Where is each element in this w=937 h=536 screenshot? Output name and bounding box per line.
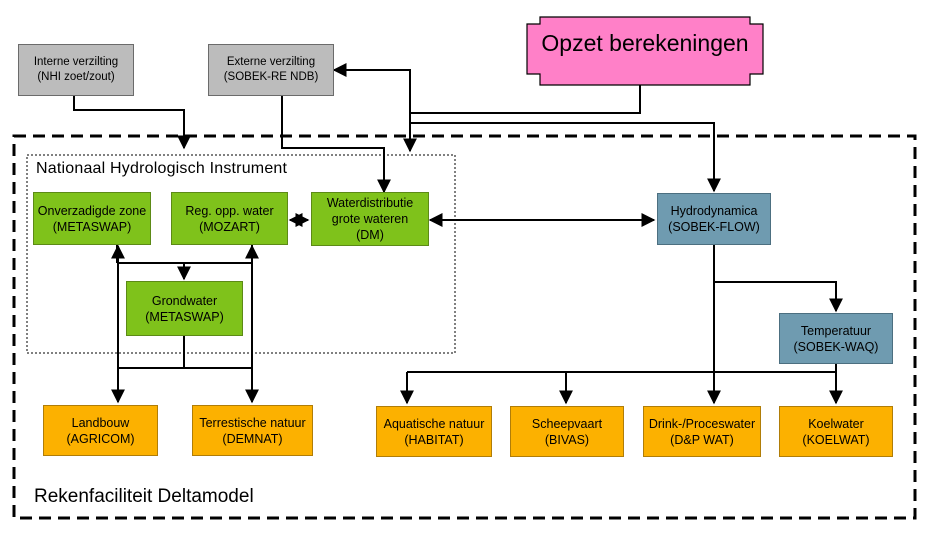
aquatische-natuur-box: Aquatische natuur (HABITAT) [376,406,492,457]
onverzadigde-line1: Onverzadigde zone [37,203,147,218]
landbouw-line2: (AGRICOM) [66,431,135,446]
hydrodynamica-line2: (SOBEK-FLOW) [668,220,760,234]
externe-line2: (SOBEK-RE NDB) [223,71,319,83]
hydrodynamica-box: Hydrodynamica (SOBEK-FLOW) [657,193,771,245]
grondwater-box: Grondwater (METASWAP) [126,281,243,336]
aquatische-line1: Aquatische natuur [383,416,485,431]
scheepvaart-box: Scheepvaart (BIVAS) [510,406,624,457]
grondwater-line1: Grondwater [151,293,218,308]
externe-line1: Externe verzilting [226,56,316,68]
drink-proceswater-box: Drink-/Proceswater (D&P WAT) [643,406,761,457]
grondwater-line2: (METASWAP) [145,309,224,324]
temperatuur-line1: Temperatuur [800,323,872,338]
interne-line1: Interne verzilting [33,56,119,68]
waterdistributie-box: Waterdistributie grote wateren (DM) [311,192,429,246]
temperatuur-box: Temperatuur (SOBEK-WAQ) [779,313,893,364]
opzet-title: Opzet berekeningen [541,30,749,56]
aquatische-line2: (HABITAT) [404,432,464,447]
terrestische-line1: Terrestische natuur [199,415,306,430]
arrow-hydro-temperatuur [714,281,843,313]
regopp-line2: (MOZART) [199,219,260,234]
terrestische-natuur-box: Terrestische natuur (DEMNAT) [192,405,313,456]
line-grondwater-down [118,336,185,369]
waterdistributie-line3: (DM) [356,228,384,242]
rekenfaciliteit-label: Rekenfaciliteit Deltamodel [34,486,254,507]
onverzadigde-zone-box: Onverzadigde zone (METASWAP) [33,192,151,245]
koelwater-box: Koelwater (KOELWAT) [779,406,893,457]
nhi-label: Nationaal Hydrologisch Instrument [36,160,288,177]
nhi-frame [26,154,456,354]
hydrodynamica-line1: Hydrodynamica [670,204,758,218]
opzet-shape [526,16,764,86]
interne-line2: (NHI zoet/zout) [37,71,115,83]
interne-verzilting-box: Interne verzilting (NHI zoet/zout) [18,44,134,96]
landbouw-line1: Landbouw [71,415,130,430]
regopp-line1: Reg. opp. water [185,203,274,218]
temperatuur-line2: (SOBEK-WAQ) [793,339,879,354]
waterdistributie-line1: Waterdistributie [326,196,414,210]
line-opzet-trunk [403,85,641,153]
reg-opp-water-box: Reg. opp. water (MOZART) [171,192,288,245]
onverzadigde-line2: (METASWAP) [52,219,132,234]
externe-verzilting-box: Externe verzilting (SOBEK-RE NDB) [208,44,334,96]
drink-line1: Drink-/Proceswater [648,416,756,431]
koelwater-line1: Koelwater [808,416,864,431]
arrow-opzet-to-hydro [410,122,721,193]
arrow-interne-to-nhi [73,96,191,150]
terrestische-line2: (DEMNAT) [222,431,283,446]
landbouw-box: Landbouw (AGRICOM) [43,405,158,456]
scheepvaart-line2: (BIVAS) [544,432,590,447]
scheepvaart-line1: Scheepvaart [531,416,603,431]
arrow-externe-to-dm [281,96,391,194]
waterdistributie-line2: grote wateren [331,212,409,226]
drink-line2: (D&P WAT) [670,432,734,447]
rekenfaciliteit-frame [12,134,917,520]
koelwater-line2: (KOELWAT) [802,432,870,447]
